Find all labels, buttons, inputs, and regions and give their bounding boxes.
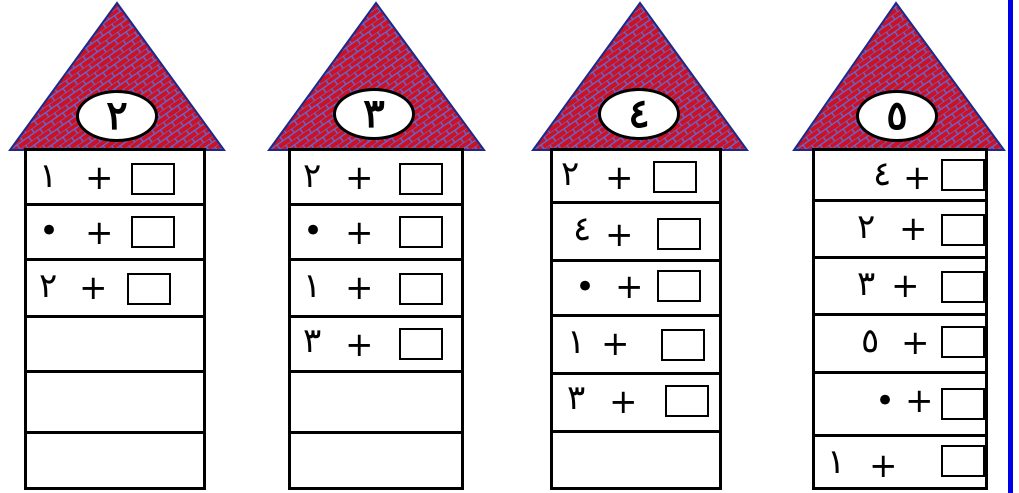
plus-sign: +	[605, 218, 634, 252]
equation-row: ٢ +	[553, 151, 719, 204]
plus-sign: +	[869, 449, 898, 483]
equation-row: ٣ +	[553, 375, 719, 433]
equation-row: ٣ +	[291, 318, 461, 373]
house-body: ٢ + • + ١ + ٣ +	[288, 148, 464, 490]
equation-row: • +	[815, 374, 985, 437]
addend: ٢	[39, 269, 57, 303]
house-body: ١ + • + ٢ +	[24, 148, 206, 490]
equation-row: ١ +	[291, 261, 461, 318]
plus-sign: +	[85, 216, 114, 250]
answer-box[interactable]	[661, 329, 705, 361]
answer-box[interactable]	[941, 388, 985, 420]
plus-sign: +	[901, 326, 930, 360]
equation-row: ٤ +	[553, 204, 719, 262]
addend: •	[575, 270, 595, 304]
equation-row: ١ +	[815, 437, 985, 490]
answer-box[interactable]	[657, 218, 701, 250]
house-number: ٣	[363, 94, 384, 134]
house-number: ٤	[628, 94, 649, 134]
answer-box[interactable]	[941, 271, 985, 303]
answer-box[interactable]	[127, 273, 171, 305]
house-number: ٢	[106, 96, 127, 136]
answer-box[interactable]	[653, 161, 697, 193]
house-number-badge: ٣	[333, 88, 415, 140]
house-number-badge: ٥	[856, 90, 938, 142]
addend: ٥	[861, 324, 879, 358]
empty-row	[291, 434, 461, 490]
answer-box[interactable]	[131, 216, 175, 248]
addend: ١	[303, 269, 321, 303]
plus-sign: +	[605, 161, 634, 195]
plus-sign: +	[345, 271, 374, 305]
equation-row: ٤ +	[815, 151, 985, 202]
addend: ٢	[561, 157, 579, 191]
answer-box[interactable]	[941, 159, 985, 191]
addend: •	[39, 214, 59, 248]
empty-row	[553, 433, 719, 490]
house-4: ٤ ٢ + ٤ + • + ١ + ٣ +	[530, 0, 752, 493]
equation-row: • +	[27, 206, 203, 261]
plus-sign: +	[891, 269, 920, 303]
equation-row: • +	[291, 206, 461, 261]
house-number-badge: ٢	[76, 90, 158, 142]
plus-sign: +	[609, 385, 638, 419]
answer-box[interactable]	[941, 214, 985, 246]
plus-sign: +	[905, 384, 934, 418]
equation-row: • +	[553, 262, 719, 317]
addend: ١	[827, 445, 845, 479]
addend: ١	[567, 325, 585, 359]
equation-row: ٣ +	[815, 259, 985, 316]
plus-sign: +	[345, 328, 374, 362]
equation-row: ٥ +	[815, 316, 985, 374]
side-border-bar	[1008, 0, 1013, 493]
house-body: ٢ + ٤ + • + ١ + ٣ +	[550, 148, 722, 490]
answer-box[interactable]	[131, 163, 175, 195]
equation-row: ٢ +	[27, 261, 203, 318]
equation-row: ١ +	[553, 317, 719, 375]
house-number: ٥	[886, 96, 907, 136]
plus-sign: +	[345, 161, 374, 195]
plus-sign: +	[345, 216, 374, 250]
empty-row	[27, 318, 203, 373]
answer-box[interactable]	[941, 326, 985, 358]
addend: ١	[39, 159, 57, 193]
addend: ٣	[567, 381, 585, 415]
house-5: ٥ ٤ + ٢ + ٣ + ٥ + • + ١ +	[792, 0, 1008, 493]
addend: ٣	[303, 324, 321, 358]
empty-row	[27, 373, 203, 434]
answer-box[interactable]	[399, 163, 443, 195]
plus-sign: +	[601, 327, 630, 361]
answer-box[interactable]	[399, 216, 443, 248]
plus-sign: +	[615, 270, 644, 304]
answer-box[interactable]	[941, 445, 985, 477]
answer-box[interactable]	[399, 328, 443, 360]
addend: ٢	[303, 159, 321, 193]
equation-row: ٢ +	[815, 202, 985, 259]
answer-box[interactable]	[657, 270, 701, 302]
addend: ٣	[857, 267, 875, 301]
plus-sign: +	[903, 161, 932, 195]
house-number-badge: ٤	[598, 88, 680, 140]
addend: ٢	[857, 210, 875, 244]
plus-sign: +	[899, 212, 928, 246]
answer-box[interactable]	[399, 273, 443, 305]
empty-row	[27, 434, 203, 490]
plus-sign: +	[79, 271, 108, 305]
addend: •	[875, 384, 895, 418]
equation-row: ١ +	[27, 151, 203, 206]
equation-row: ٢ +	[291, 151, 461, 206]
empty-row	[291, 373, 461, 434]
answer-box[interactable]	[665, 385, 709, 417]
addend: •	[303, 214, 323, 248]
house-2: ٢ ١ + • + ٢ +	[6, 0, 228, 493]
addend: ٤	[873, 157, 891, 191]
house-3: ٣ ٢ + • + ١ + ٣ +	[266, 0, 488, 493]
house-body: ٤ + ٢ + ٣ + ٥ + • + ١ +	[812, 148, 988, 490]
addend: ٤	[573, 212, 591, 246]
plus-sign: +	[85, 161, 114, 195]
